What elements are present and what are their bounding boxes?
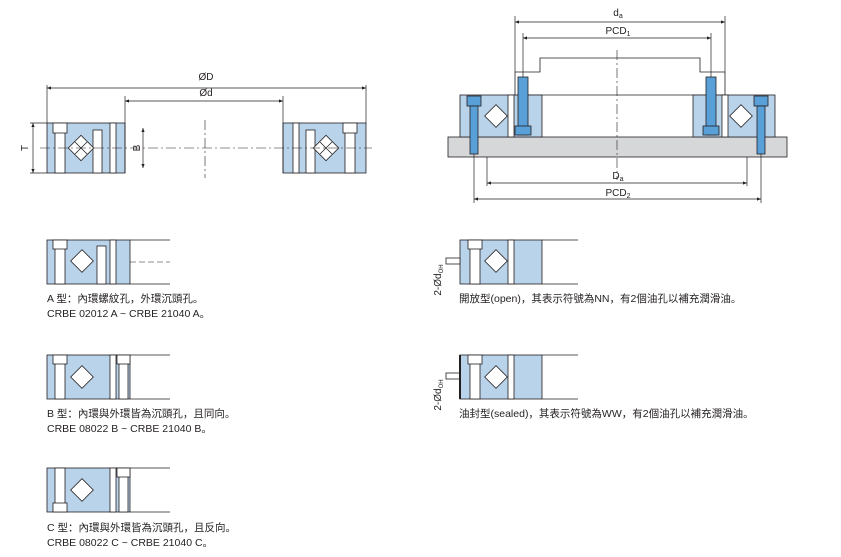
open-type-view xyxy=(445,239,578,285)
oil-hole-label-open: 2-ØdOH xyxy=(433,264,445,295)
type-b-name: B 型：內環與外環皆為沉頭孔，且同向。 xyxy=(47,408,236,420)
dim-Da-label: Da xyxy=(612,171,623,183)
open-type-text: 開放型(open)，其表示符號為NN，有2個油孔以補充潤滑油。 xyxy=(459,293,742,305)
type-c-caption: C 型：內環與外環皆為沉頭孔，且反向。 CRBE 08022 C ~ CRBE … xyxy=(47,521,236,551)
main-dimensions xyxy=(30,85,367,174)
dim-b-label: B xyxy=(132,144,143,151)
type-c-range: CRBE 08022 C ~ CRBE 21040 C。 xyxy=(47,537,214,549)
sealed-type-text: 油封型(sealed)，其表示符號為WW，有2個油孔以補充潤滑油。 xyxy=(459,408,754,420)
dim-pcd1-label: PCD1 xyxy=(605,26,630,38)
type-a-name: A 型：內環螺紋孔，外環沉頭孔。 xyxy=(47,293,204,305)
mounting-dimensions xyxy=(473,16,762,203)
dim-t-label: T xyxy=(20,145,31,151)
open-type-caption: 開放型(open)，其表示符號為NN，有2個油孔以補充潤滑油。 xyxy=(459,292,741,307)
type-b-view xyxy=(46,354,170,400)
dim-da-label: da xyxy=(613,8,623,20)
sealed-type-caption: 油封型(sealed)，其表示符號為WW，有2個油孔以補充潤滑油。 xyxy=(459,407,754,422)
oil-hole-label-sealed: 2-ØdOH xyxy=(433,379,445,410)
dim-od-label: ØD xyxy=(199,72,214,83)
dim-id-label: Ød xyxy=(199,88,212,99)
type-c-view xyxy=(46,467,170,513)
type-a-caption: A 型：內環螺紋孔，外環沉頭孔。 CRBE 02012 A ~ CRBE 210… xyxy=(47,292,210,322)
type-b-caption: B 型：內環與外環皆為沉頭孔，且同向。 CRBE 08022 B ~ CRBE … xyxy=(47,407,235,437)
type-a-range: CRBE 02012 A ~ CRBE 21040 A。 xyxy=(47,308,211,320)
type-a-view xyxy=(46,239,170,285)
main-section-view xyxy=(40,120,372,178)
type-b-range: CRBE 08022 B ~ CRBE 21040 B。 xyxy=(47,423,212,435)
dim-pcd2-label: PCD2 xyxy=(605,188,630,200)
mounting-view xyxy=(447,50,788,180)
sealed-type-view xyxy=(445,354,578,400)
type-c-name: C 型：內環與外環皆為沉頭孔，且反向。 xyxy=(47,522,236,534)
bolt-icon xyxy=(466,76,769,155)
roller-right-icon xyxy=(312,134,340,162)
